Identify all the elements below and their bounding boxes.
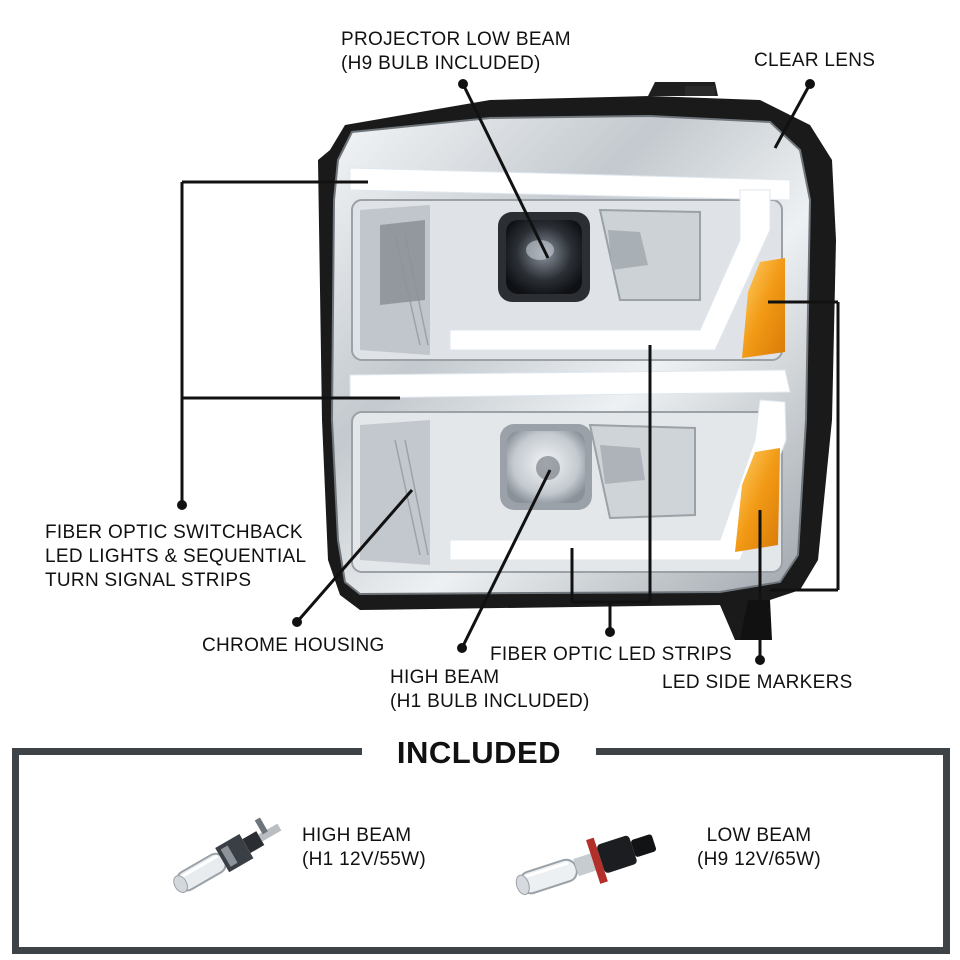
projector-low-beam-lens	[498, 212, 590, 302]
callout-fiber-optic-led-strips: FIBER OPTIC LED STRIPS	[490, 643, 732, 667]
included-low-beam-name: LOW BEAM	[706, 825, 812, 846]
fiber-optic-led-strips	[349, 167, 791, 561]
callout-chrome-housing-text: CHROME HOUSING	[202, 635, 385, 656]
headlight-illustration	[177, 79, 840, 665]
callout-switchback-line1: FIBER OPTIC SWITCHBACK	[45, 522, 303, 543]
included-high-beam-name: HIGH BEAM	[302, 825, 412, 846]
h1-bulb-icon	[173, 817, 282, 893]
included-low-beam-spec: (H9 12V/65W)	[697, 849, 821, 870]
callout-switchback-line2: LED LIGHTS & SEQUENTIAL	[45, 546, 307, 567]
included-item-high-beam: HIGH BEAM (H1 12V/55W)	[302, 824, 426, 872]
callout-high-beam-line2: (H1 BULB INCLUDED)	[390, 691, 590, 712]
callout-high-beam: HIGH BEAM (H1 BULB INCLUDED)	[390, 666, 590, 714]
led-side-markers	[735, 258, 785, 552]
included-title: INCLUDED	[362, 728, 596, 778]
included-high-beam-spec: (H1 12V/55W)	[302, 849, 426, 870]
included-item-low-beam: LOW BEAM (H9 12V/65W)	[697, 824, 821, 872]
callout-fiber-optic-switchback: FIBER OPTIC SWITCHBACK LED LIGHTS & SEQU…	[45, 521, 306, 593]
callout-clear-lens: CLEAR LENS	[754, 49, 875, 73]
high-beam-reflector	[500, 424, 592, 510]
callout-side-markers-text: LED SIDE MARKERS	[662, 672, 853, 693]
callout-projector-low-beam-line2: (H9 BULB INCLUDED)	[341, 53, 541, 74]
callout-led-side-markers: LED SIDE MARKERS	[662, 671, 853, 695]
clear-lens-outline	[330, 114, 812, 596]
h9-bulb-icon	[515, 834, 657, 896]
callout-switchback-line3: TURN SIGNAL STRIPS	[45, 570, 252, 591]
callout-leader-lines	[177, 79, 840, 665]
callout-projector-low-beam-line1: PROJECTOR LOW BEAM	[341, 29, 571, 50]
callout-chrome-housing: CHROME HOUSING	[202, 634, 385, 658]
callout-high-beam-line1: HIGH BEAM	[390, 667, 500, 688]
callout-led-strips-text: FIBER OPTIC LED STRIPS	[490, 644, 733, 665]
callout-projector-low-beam: PROJECTOR LOW BEAM (H9 BULB INCLUDED)	[341, 28, 571, 76]
callout-clear-lens-text: CLEAR LENS	[754, 50, 876, 71]
